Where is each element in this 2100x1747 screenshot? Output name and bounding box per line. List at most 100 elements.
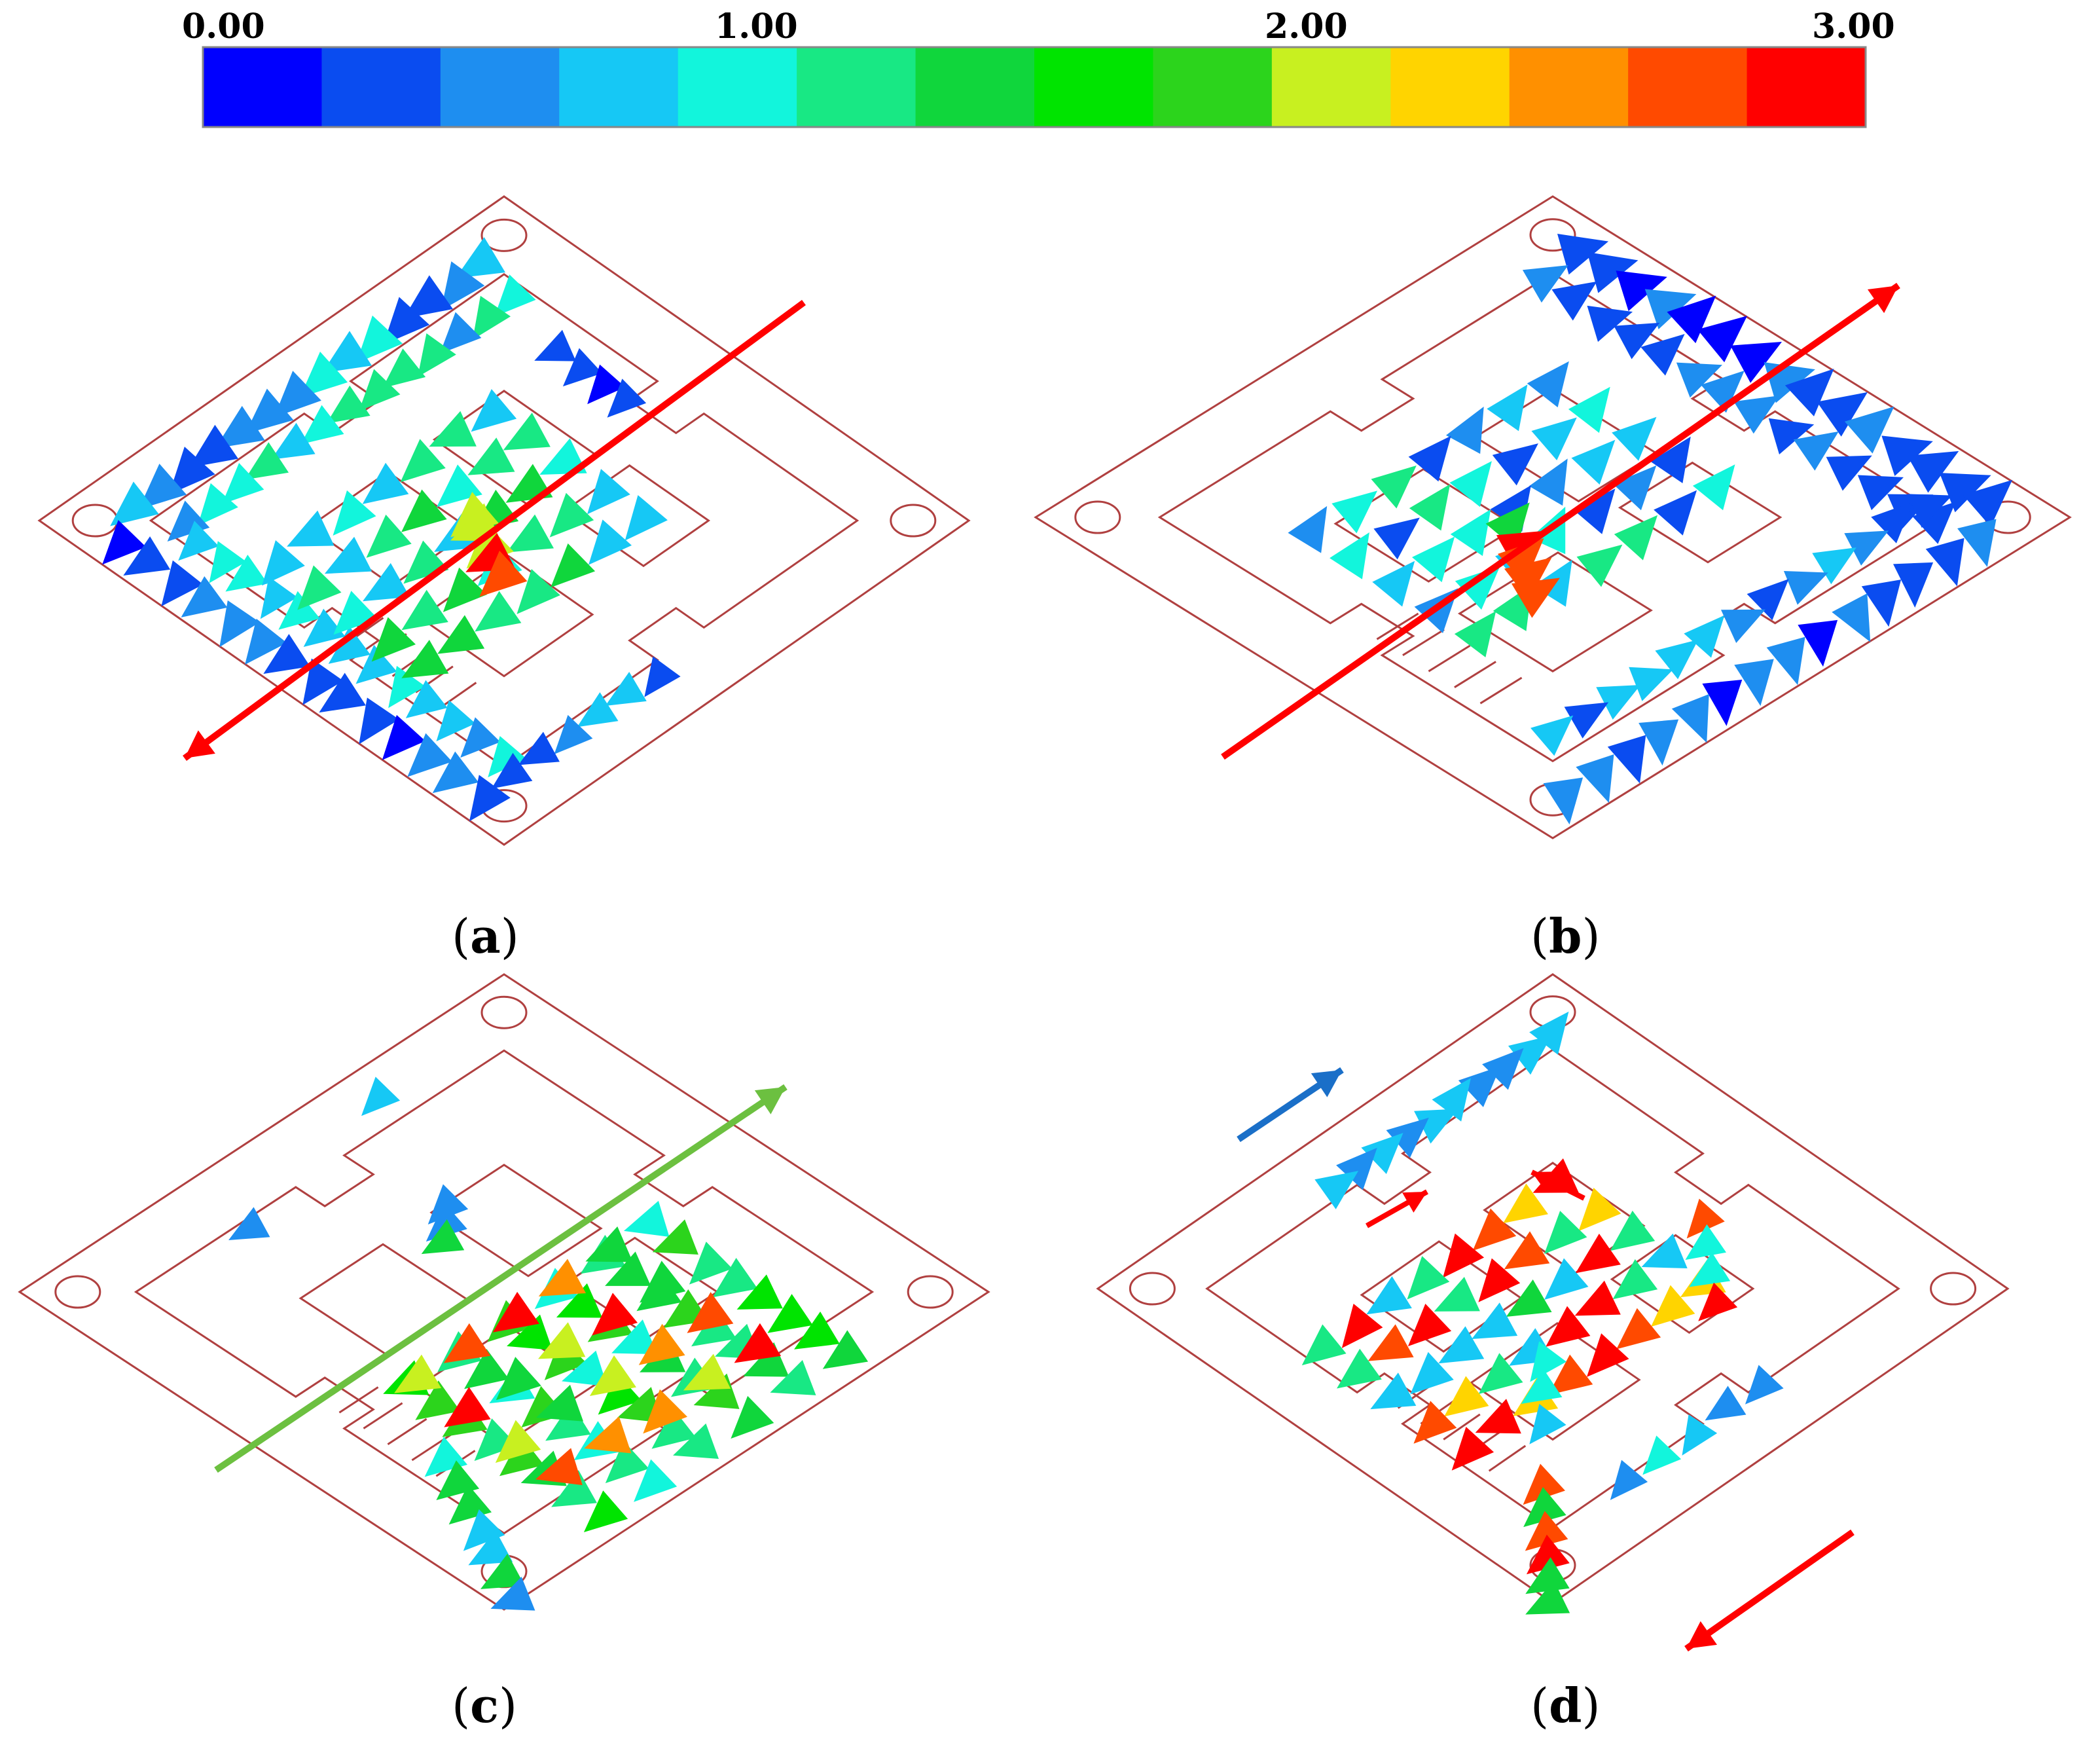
flow-vector [1817, 392, 1868, 437]
flow-vector [245, 388, 294, 434]
flow-vector [1432, 1078, 1471, 1122]
flow-vector [1525, 1557, 1570, 1594]
flow-vector [1557, 234, 1609, 275]
flow-vector [491, 752, 533, 789]
colorbar-segment [1153, 47, 1273, 127]
flow-vector [405, 680, 448, 718]
flow-vector [651, 1408, 697, 1449]
flow-vector [605, 671, 647, 707]
flow-vector [407, 733, 452, 777]
flow-vector [490, 1576, 535, 1611]
flow-vector [549, 492, 594, 538]
flow-vector [1337, 1348, 1382, 1389]
flow-vector [1572, 488, 1616, 534]
flow-vector [1697, 316, 1748, 363]
colorbar-segment [678, 47, 798, 127]
flow-vector [1832, 593, 1871, 642]
flow-vector [583, 1490, 628, 1532]
flow-vector [319, 672, 366, 713]
flow-vector [326, 385, 371, 424]
flow-vector [215, 405, 265, 449]
flow-vector [607, 378, 647, 418]
flow-vector [588, 519, 632, 565]
flow-vector [605, 1251, 651, 1286]
flow-vector [1544, 1211, 1587, 1255]
flow-vector [1331, 490, 1378, 534]
flow-vector [1544, 1258, 1589, 1300]
flow-vector [480, 1553, 525, 1589]
flow-vector [1912, 502, 1956, 544]
flow-vector [102, 520, 147, 565]
flow-vector [673, 1423, 719, 1460]
flow-vector [287, 510, 335, 547]
flow-vector [278, 591, 320, 630]
flow-vector [1676, 362, 1722, 398]
flow-vector [1523, 1487, 1566, 1528]
flow-vector [1444, 1376, 1489, 1417]
flow-vector [1523, 1463, 1565, 1505]
flow-vector [1784, 369, 1834, 416]
tick-label-2: 2.00 [1265, 7, 1348, 46]
panel-label-d: (d) [1530, 1678, 1601, 1733]
flow-direction-arrow-small-head [1402, 1192, 1427, 1213]
trace-line [1479, 676, 1523, 705]
flow-vector [437, 615, 485, 654]
colorbar-segment [1628, 47, 1748, 127]
tick-label-3: 3.00 [1812, 7, 1895, 46]
mounting-hole [54, 1275, 101, 1309]
flow-vector [1747, 579, 1789, 621]
flow-vector [598, 1372, 642, 1415]
flow-vector [1526, 1534, 1570, 1575]
flow-vector [1745, 1365, 1784, 1405]
flow-vector [189, 424, 239, 468]
flow-vector [611, 1319, 658, 1355]
flow-direction-arrow-head [1686, 1621, 1718, 1649]
flow-vector [443, 567, 488, 612]
colorbar-segment [321, 47, 441, 127]
flow-vector [1443, 1233, 1485, 1278]
flow-vector [1702, 680, 1743, 726]
flow-vector [1478, 1353, 1523, 1394]
flow-vector [1454, 611, 1496, 657]
flow-vector [464, 1349, 509, 1389]
flow-vector [1521, 1369, 1563, 1405]
flow-vector [1857, 475, 1904, 511]
flow-vector [222, 463, 264, 504]
panel-label-a: (a) [452, 908, 519, 964]
flow-vector [506, 514, 554, 553]
colorbar-segment [203, 47, 323, 127]
flow-vector [383, 297, 430, 345]
flow-vector [534, 329, 576, 361]
flow-vector [1730, 341, 1783, 383]
flow-vector [644, 656, 681, 697]
flow-vector [421, 1219, 465, 1255]
trace-line [1376, 612, 1419, 640]
flow-vector [328, 626, 371, 664]
flow-vector [225, 555, 268, 592]
flow-vector [545, 1402, 591, 1441]
flow-vector [443, 1323, 491, 1363]
flow-vector [444, 1387, 491, 1427]
flow-vector [1586, 1333, 1629, 1377]
mounting-hole [907, 1275, 954, 1309]
flow-vector [1571, 439, 1616, 485]
panel-letter-d: d [1549, 1678, 1582, 1733]
flow-vector [1472, 1208, 1517, 1251]
flow-vector [1783, 570, 1828, 605]
flow-vector [1492, 443, 1538, 486]
inner-frame [134, 1049, 875, 1535]
flow-vector [401, 489, 447, 532]
flow-vector [1543, 777, 1584, 825]
flow-vector [1871, 502, 1913, 543]
board-outline [1034, 195, 2072, 839]
flow-vector [1640, 334, 1685, 376]
flow-vector [1705, 1386, 1747, 1421]
flow-vector [554, 714, 593, 754]
flow-direction-arrow-head [754, 1087, 786, 1114]
flow-direction-arrow [183, 299, 806, 762]
flow-vector [1508, 1035, 1552, 1075]
flow-vector [1475, 1399, 1521, 1434]
flow-vector [640, 1260, 686, 1303]
flow-vector [1596, 684, 1641, 720]
